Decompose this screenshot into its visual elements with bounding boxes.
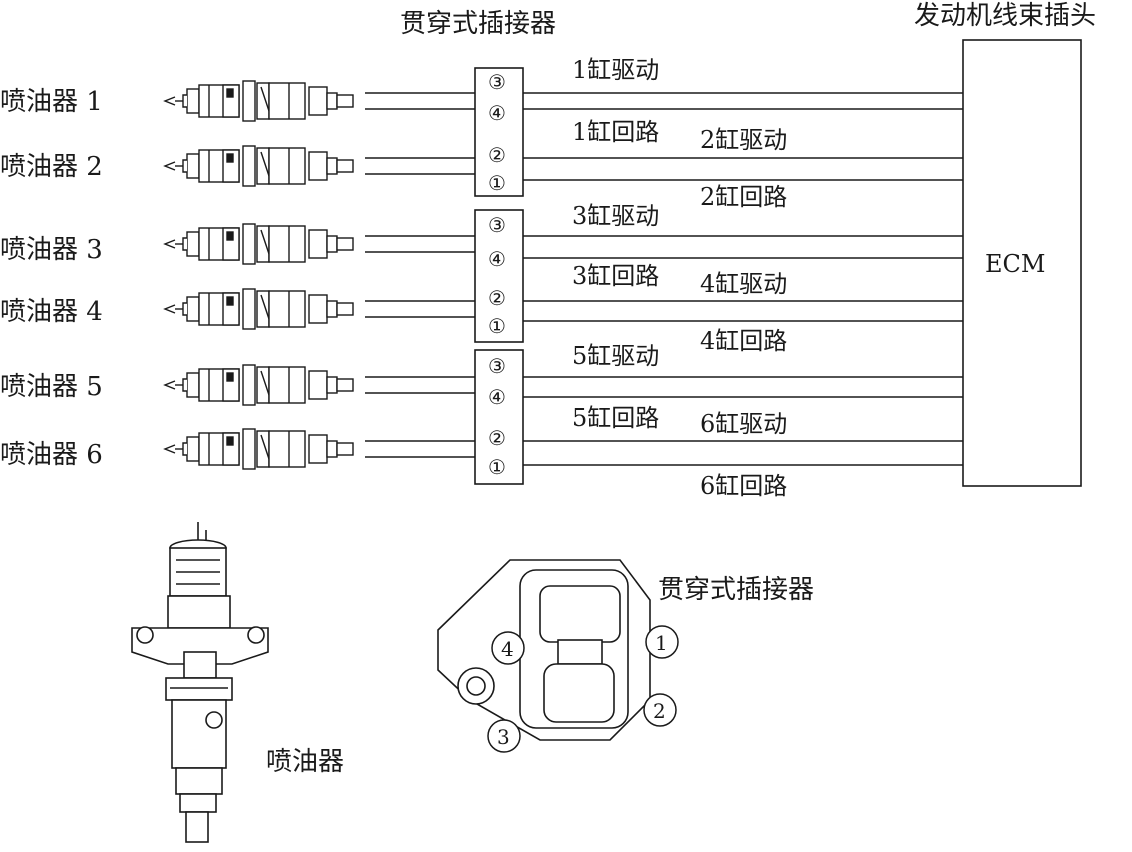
svg-text:4: 4 <box>501 637 514 661</box>
injector-label-1: 喷油器 1 <box>0 87 103 117</box>
connector-illustration <box>437 559 651 741</box>
connector-block-3 <box>474 349 524 485</box>
pin-marker-1: 1 <box>645 625 679 659</box>
wire-label: 6缸回路 <box>700 472 787 500</box>
wire-label: 4缸回路 <box>700 327 787 355</box>
pin-label: ② <box>488 143 506 167</box>
injector-connector-icon <box>164 223 354 265</box>
svg-text:1: 1 <box>655 631 668 655</box>
connector-title: 贯穿式插接器 <box>400 9 556 39</box>
pin-label: ④ <box>488 247 506 271</box>
wire-label: 1缸回路 <box>572 118 659 146</box>
pin-label: ④ <box>488 385 506 409</box>
pin-label: ② <box>488 286 506 310</box>
ecm-box <box>962 39 1082 487</box>
injector-connector-icon <box>164 80 354 122</box>
wire-label: 5缸回路 <box>572 404 659 432</box>
harness-plug-title: 发动机线束插头 <box>914 1 1096 31</box>
injector-connector-icon <box>164 428 354 470</box>
wire-label: 2缸驱动 <box>700 126 787 154</box>
connector-caption: 贯穿式插接器 <box>658 575 814 605</box>
wires <box>365 92 963 466</box>
wire-label: 2缸回路 <box>700 183 787 211</box>
pin-label: ④ <box>488 101 506 125</box>
injector-connector-icon <box>164 364 354 406</box>
injector-illustration <box>131 522 269 843</box>
connector-block-2 <box>474 209 524 343</box>
wire-label: 4缸驱动 <box>700 270 787 298</box>
injector-caption: 喷油器 <box>266 747 344 777</box>
pin-label: ③ <box>488 70 506 94</box>
pin-label: ① <box>488 171 506 195</box>
connector-block-1 <box>474 67 524 197</box>
wire-label: 1缸驱动 <box>572 56 659 84</box>
injector-label-5: 喷油器 5 <box>0 372 103 402</box>
pin-label: ① <box>488 455 506 479</box>
pin-marker-2: 2 <box>643 693 677 727</box>
injector-connector-icon <box>164 288 354 330</box>
injector-connector-icon <box>164 145 354 187</box>
ecm-label: ECM <box>985 250 1045 278</box>
pin-label: ③ <box>488 354 506 378</box>
wire-label: 5缸驱动 <box>572 342 659 370</box>
pin-label: ① <box>488 314 506 338</box>
injector-label-2: 喷油器 2 <box>0 152 103 182</box>
injector-label-6: 喷油器 6 <box>0 440 103 470</box>
pin-label: ② <box>488 426 506 450</box>
pin-marker-4: 4 <box>491 631 525 665</box>
wire-label: 6缸驱动 <box>700 410 787 438</box>
injector-label-4: 喷油器 4 <box>0 297 103 327</box>
pin-label: ③ <box>488 213 506 237</box>
wire-label: 3缸驱动 <box>572 202 659 230</box>
svg-text:3: 3 <box>497 725 510 749</box>
injector-label-3: 喷油器 3 <box>0 235 103 265</box>
pin-marker-3: 3 <box>487 719 521 753</box>
svg-text:2: 2 <box>653 699 666 723</box>
wire-label: 3缸回路 <box>572 262 659 290</box>
